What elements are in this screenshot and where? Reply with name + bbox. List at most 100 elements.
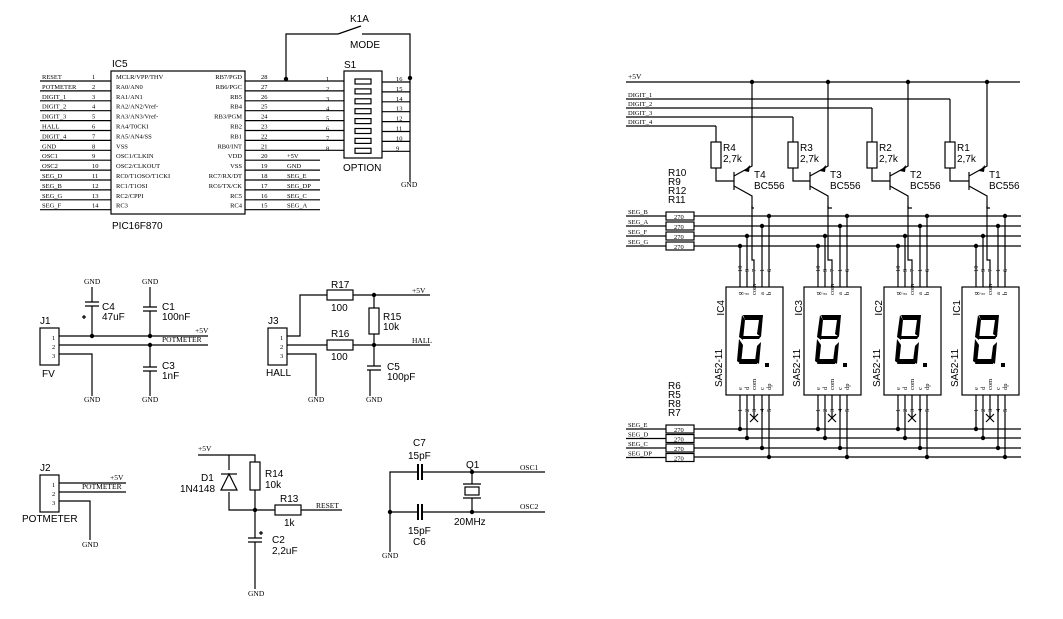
c2-symbol xyxy=(248,510,262,589)
j3-vcc-wire xyxy=(287,294,430,337)
mcu-right-pin-name: RB2 xyxy=(230,124,242,131)
mcu-right-pin-num: 22 xyxy=(261,133,268,140)
transistor-emitter xyxy=(889,82,909,177)
mcu-right-pin-num: 20 xyxy=(261,153,268,160)
display-part: SA52-11 xyxy=(950,348,961,387)
mcu-right-pin-num: 18 xyxy=(261,173,268,180)
s1-left-pin-num: 4 xyxy=(326,106,330,113)
c4-symbol xyxy=(85,287,99,336)
c1-junction xyxy=(147,333,153,339)
display-com-nc-cross xyxy=(985,395,995,423)
segment-bus-junction xyxy=(980,435,986,441)
mcu-right-pin-num: 25 xyxy=(261,104,268,111)
vcc-junction xyxy=(905,79,911,85)
mcu-right-net-label: SEG_E xyxy=(287,173,307,180)
transistor-emitter xyxy=(809,82,829,177)
s1-left-pin-num: 3 xyxy=(326,96,329,103)
transistor-ref: T3 xyxy=(830,170,842,181)
mode-switch-k1a: K1A MODE xyxy=(283,14,413,82)
mcu-left-pin-num: 8 xyxy=(92,143,95,150)
segment-g xyxy=(978,336,997,339)
display-top-pin-name: g xyxy=(815,291,822,295)
mcu-right-net-label: SEG_C xyxy=(287,193,307,200)
mcu-right-pin-name: RB6/PGC xyxy=(216,84,242,91)
mcu-left-pin-num: 12 xyxy=(92,183,99,190)
potmeter-connector-section: J2 1 2 3 POTMETER +5V POTMETER GND xyxy=(22,463,126,549)
seven-segment-displays: IC4SA52-11g10f9com7a1b6e1d2com3c4dp5IC3S… xyxy=(694,206,1021,460)
segment-f xyxy=(897,315,903,340)
display-bottom-pin-name: dp xyxy=(844,384,851,391)
transistor-type: BC556 xyxy=(754,181,785,192)
r13-body xyxy=(274,504,302,516)
q1-crystal-body xyxy=(464,486,480,496)
display-bottom-pin-name: e xyxy=(973,387,980,390)
base-resistor-value: 2,7k xyxy=(957,154,977,165)
base-resistor-lead xyxy=(949,168,969,182)
segment-g xyxy=(820,336,839,339)
d1-symbol xyxy=(220,472,238,491)
mcu-left-pin-num: 6 xyxy=(92,124,96,131)
c1-symbol xyxy=(143,287,157,336)
j3-body xyxy=(267,327,288,366)
c3-gnd-label: GND xyxy=(142,395,159,404)
mcu-left-net-label: OSC1 xyxy=(42,153,58,160)
display-ref: IC1 xyxy=(952,300,963,316)
j2-name: POTMETER xyxy=(22,514,78,525)
j2-net-label: POTMETER xyxy=(82,482,122,491)
segment-resistor-ref: R12 xyxy=(668,186,687,197)
segment-dp xyxy=(765,363,769,367)
base-resistor-lead xyxy=(871,168,890,182)
segment-d xyxy=(975,359,995,364)
display-part: SA52-11 xyxy=(872,348,883,387)
c4-value: 47uF xyxy=(102,312,125,323)
display-top-pin-name: f xyxy=(902,292,909,295)
c2-value: 2,2uF xyxy=(272,546,298,557)
display-top-pin-name: com xyxy=(909,284,916,295)
display-bottom-pin-name: d xyxy=(822,386,829,390)
display-top-pin-name: a xyxy=(995,292,1002,295)
segment-g xyxy=(742,336,761,339)
segment-e xyxy=(973,339,979,364)
mcu-right-net-label: SEG_DP xyxy=(287,183,311,190)
j2-pin1-num: 1 xyxy=(52,482,55,489)
segment-c xyxy=(991,342,997,364)
c1-gnd-label: GND xyxy=(142,277,159,286)
c1-value: 100nF xyxy=(162,312,190,323)
j2-wires xyxy=(59,482,126,540)
q1-bot-junction xyxy=(469,509,475,515)
segment-bus-junction xyxy=(815,243,821,249)
segment-bus-junction xyxy=(902,435,908,441)
display-bottom-pin-name: com xyxy=(829,379,836,390)
base-resistor-lead xyxy=(715,168,734,182)
j1-pin1-num: 1 xyxy=(52,335,55,342)
segment-f xyxy=(975,315,981,340)
transistor-arrow xyxy=(979,165,985,172)
segment-e xyxy=(737,339,743,364)
segment-a xyxy=(821,315,841,320)
mcu-right-pin-name: VDD xyxy=(228,153,242,160)
segment-a xyxy=(901,315,921,320)
mcu-right-pin-num: 16 xyxy=(261,193,268,200)
mcu-right-pin-name: RB3/PGM xyxy=(214,114,242,121)
fv-connector-section: J1 1 2 3 FV +5V POTMETER GND GND C4 47uF… xyxy=(39,277,209,404)
mcu-left-net-label: SEG_G xyxy=(42,193,63,200)
r15-value: 10k xyxy=(383,322,400,333)
segment-bus-junction xyxy=(837,223,843,229)
segment-net-label: SEG_B xyxy=(628,209,649,216)
display-bottom-pin-name: c xyxy=(917,387,924,390)
j2-pin2-num: 2 xyxy=(52,491,55,498)
j3-gnd-label: GND xyxy=(308,395,325,404)
segment-resistor-ref: R10 xyxy=(668,168,687,179)
display-top-pin-name: f xyxy=(822,292,829,295)
mcu-left-pin-name: MCLR/VPP/THV xyxy=(116,74,164,81)
base-resistor-ref: R3 xyxy=(800,143,813,154)
mcu-left-pin-num: 1 xyxy=(92,74,95,81)
base-resistor-ref: R2 xyxy=(879,143,892,154)
transistor-emitter xyxy=(733,82,753,177)
osc-gnd-label: GND xyxy=(382,551,399,560)
display-part: SA52-11 xyxy=(792,348,803,387)
segment-d xyxy=(817,359,837,364)
